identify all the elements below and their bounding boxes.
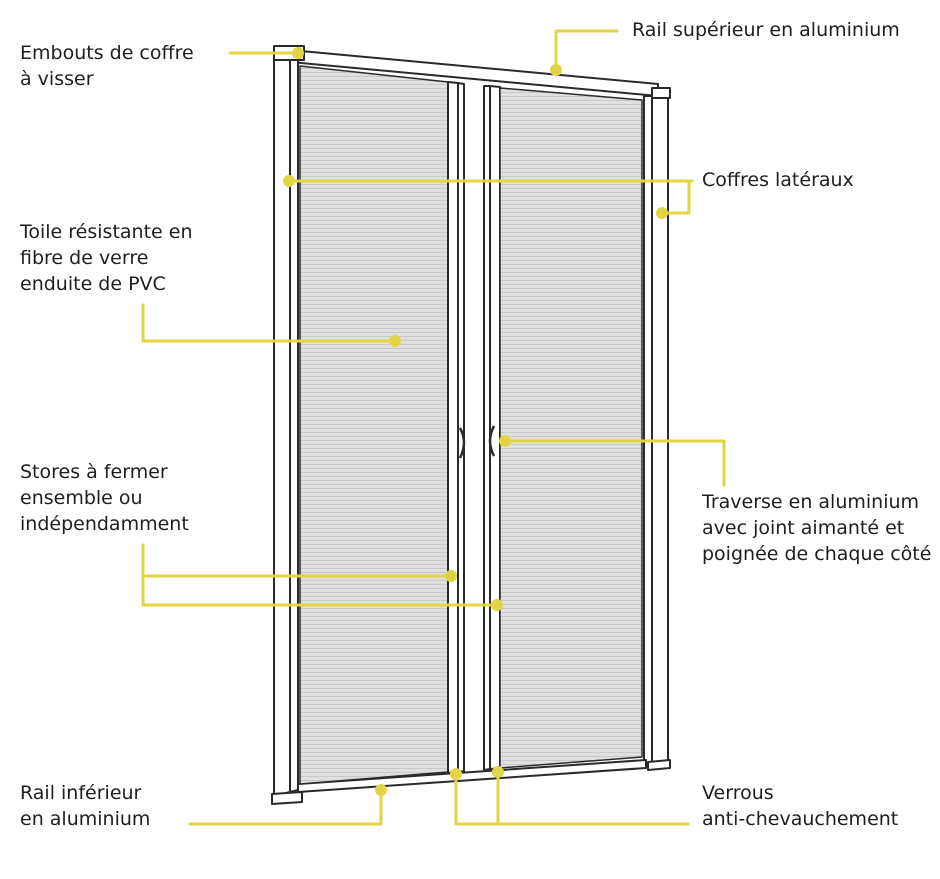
label-line: à visser bbox=[20, 68, 94, 90]
callout-dot-icon bbox=[445, 570, 457, 582]
right-handle bbox=[488, 425, 496, 457]
label-line: Rail supérieur en aluminium bbox=[632, 19, 900, 41]
label-line: Rail inférieur bbox=[20, 782, 142, 804]
label-stores: Stores à fermer ensemble ou indépendamme… bbox=[20, 459, 189, 537]
bottom-rail bbox=[297, 759, 647, 793]
right-screen-mesh bbox=[499, 87, 643, 769]
callout-dot-icon bbox=[283, 175, 295, 187]
callout-line-coffres-right bbox=[660, 179, 691, 215]
label-line: fibre de verre bbox=[20, 247, 149, 269]
label-line: Toile résistante en bbox=[20, 221, 193, 243]
callout-line-stores-a bbox=[141, 543, 499, 607]
label-line: avec joint aimanté et bbox=[702, 517, 905, 539]
label-line: Coffres latéraux bbox=[702, 169, 854, 191]
callout-dot-icon bbox=[450, 768, 462, 780]
label-toile: Toile résistante en fibre de verre endui… bbox=[20, 219, 193, 297]
right-end-cap-bottom bbox=[647, 759, 671, 771]
callout-dots bbox=[283, 47, 668, 796]
left-end-cap-bottom bbox=[271, 791, 303, 805]
callout-line-toile bbox=[141, 303, 397, 343]
door-illustration bbox=[271, 45, 671, 805]
label-line: indépendamment bbox=[20, 513, 189, 535]
callout-dot-icon bbox=[492, 766, 504, 778]
callout-dot-icon bbox=[499, 435, 511, 447]
label-embouts: Embouts de coffre à visser bbox=[20, 40, 194, 92]
right-box-inner bbox=[643, 95, 653, 766]
callout-lines bbox=[141, 29, 726, 826]
callout-dot-icon bbox=[389, 335, 401, 347]
callout-line-verrous bbox=[454, 772, 690, 826]
left-box-inner bbox=[289, 55, 299, 793]
callout-dot-icon bbox=[375, 784, 387, 796]
left-side-box bbox=[273, 51, 291, 797]
left-traverse-bar bbox=[447, 81, 459, 774]
callout-line-traverse bbox=[503, 439, 726, 487]
callout-dot-icon bbox=[550, 64, 562, 76]
label-traverse: Traverse en aluminium avec joint aimanté… bbox=[702, 489, 940, 567]
callout-dot-icon bbox=[292, 47, 304, 59]
label-line: anti-chevauchement bbox=[702, 808, 899, 830]
right-side-box bbox=[651, 91, 669, 765]
label-line: en aluminium bbox=[20, 808, 151, 830]
callout-line-rail-inferieur bbox=[188, 788, 383, 826]
left-handle bbox=[458, 427, 466, 459]
label-line: Embouts de coffre bbox=[20, 42, 194, 64]
label-verrous: Verrous anti-chevauchement bbox=[702, 780, 898, 832]
label-line: enduite de PVC bbox=[20, 273, 166, 295]
label-rail-superieur: Rail supérieur en aluminium bbox=[632, 17, 900, 43]
label-coffres: Coffres latéraux bbox=[702, 167, 854, 193]
left-screen-mesh bbox=[299, 65, 449, 785]
label-line: poignée de chaque côté bbox=[702, 543, 932, 565]
label-line: Verrous bbox=[702, 782, 774, 804]
label-line: ensemble ou bbox=[20, 487, 143, 509]
right-traverse-bar bbox=[489, 85, 501, 770]
right-bar-rail bbox=[483, 85, 491, 771]
callout-line-rail-superieur bbox=[554, 29, 619, 72]
right-end-cap-top bbox=[651, 87, 671, 99]
label-line: Stores à fermer bbox=[20, 461, 168, 483]
label-rail-inferieur: Rail inférieur en aluminium bbox=[20, 780, 150, 832]
callout-dot-icon bbox=[656, 207, 668, 219]
label-line: Traverse en aluminium bbox=[702, 491, 920, 513]
callout-dot-icon bbox=[491, 599, 503, 611]
